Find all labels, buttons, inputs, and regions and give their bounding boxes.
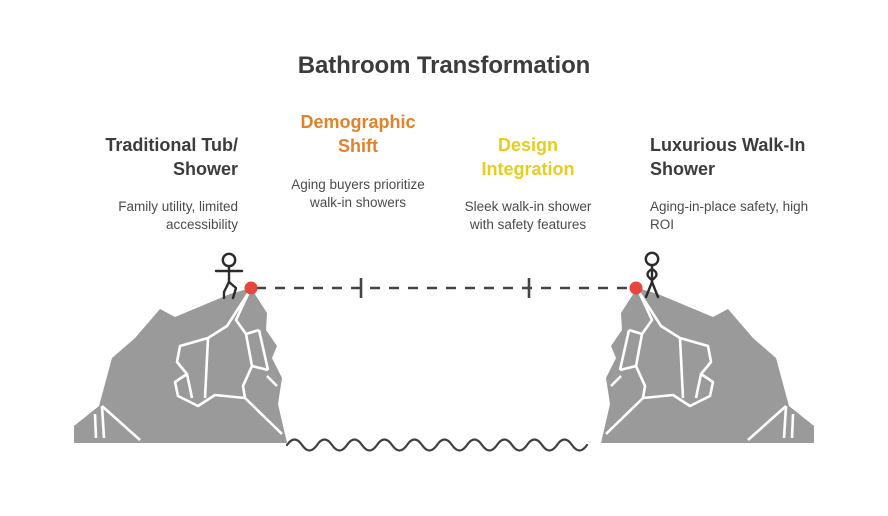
standing-person-right-leg	[650, 280, 660, 299]
stage-heading-demographic-shift: Demographic Shift	[300, 112, 416, 156]
stage-column-luxurious-walk-in-shower: Luxurious Walk-In Shower Aging-in-place …	[650, 133, 830, 234]
walking-person-head	[221, 252, 237, 268]
cliff-journey-illustration	[0, 238, 888, 456]
left-cliff-cracks	[93, 291, 283, 441]
standing-person-left-leg	[644, 280, 654, 299]
stage-subtext-luxurious-walk-in-shower: Aging-in-place safety, high ROI	[650, 199, 809, 232]
right-cliff	[601, 288, 814, 443]
start-point-marker	[244, 281, 258, 295]
stage-heading-traditional-tub-shower: Traditional Tub/ Shower	[105, 135, 238, 179]
stage-column-traditional-tub-shower: Traditional Tub/ Shower Family utility, …	[60, 133, 238, 234]
left-cliff	[74, 288, 287, 443]
walking-person-left-leg	[222, 280, 231, 300]
end-point-marker	[629, 281, 643, 295]
standing-person-arm-right	[650, 267, 658, 282]
walking-person-figure	[214, 252, 244, 300]
stage-heading-luxurious-walk-in-shower: Luxurious Walk-In Shower	[650, 135, 806, 179]
right-cliff-cracks	[605, 291, 795, 441]
water-waves	[285, 438, 589, 452]
page-title: Bathroom Transformation	[297, 52, 591, 79]
walking-person-right-leg	[227, 280, 238, 300]
stage-subtext-design-integration: Sleek walk-in shower with safety feature…	[464, 199, 592, 232]
stage-subtext-traditional-tub-shower: Family utility, limited accessibility	[118, 199, 238, 232]
stage-column-design-integration: Design Integration Sleek walk-in shower …	[458, 133, 598, 234]
standing-person-head	[644, 251, 660, 267]
standing-person-arm-akimbo	[646, 267, 654, 282]
stage-heading-design-integration: Design Integration	[481, 135, 575, 179]
stage-column-demographic-shift: Demographic Shift Aging buyers prioritiz…	[288, 110, 428, 212]
standing-person-figure	[644, 251, 660, 299]
stage-subtext-demographic-shift: Aging buyers prioritize walk-in showers	[291, 177, 425, 210]
